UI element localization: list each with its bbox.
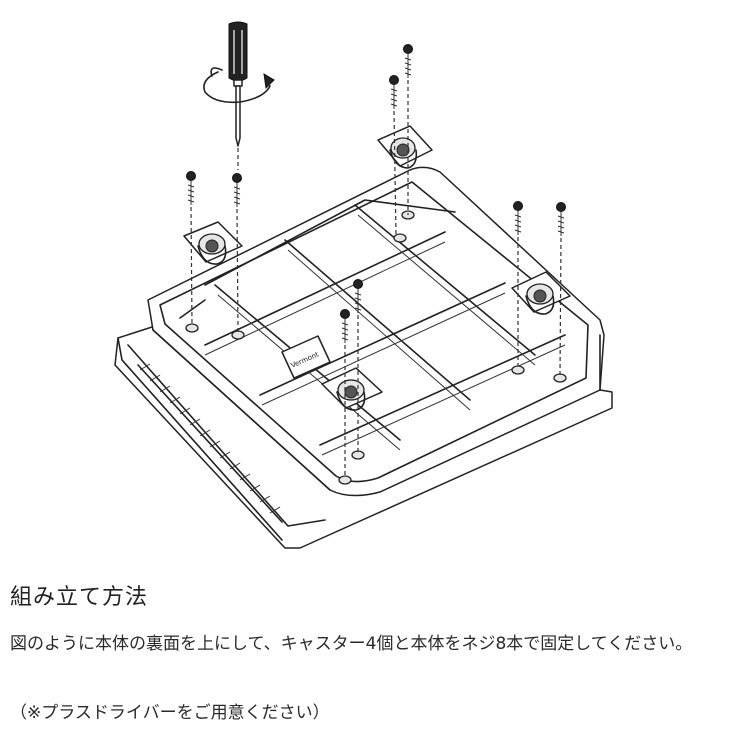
screw-icon bbox=[556, 202, 566, 376]
caster-left bbox=[183, 221, 243, 265]
screw-icon bbox=[353, 279, 363, 452]
screw-icon bbox=[389, 75, 399, 237]
caster-right bbox=[511, 271, 571, 315]
screw-icon bbox=[340, 309, 350, 476]
screws bbox=[186, 44, 566, 476]
screw-icon bbox=[513, 201, 523, 366]
screw-icon bbox=[186, 171, 196, 326]
brand-label: Vermont bbox=[281, 335, 331, 379]
caster-top bbox=[377, 125, 433, 169]
section-title: 組み立て方法 bbox=[10, 585, 149, 610]
instruction-text: 図のように本体の裏面を上にして、キャスター4個と本体をネジ8本で固定してください… bbox=[10, 634, 693, 654]
screwdriver-icon bbox=[203, 21, 275, 170]
screw-icon bbox=[232, 173, 242, 333]
main-body: Vermont bbox=[147, 166, 605, 497]
screw-icon bbox=[403, 44, 413, 215]
note-text: （※プラスドライバーをご用意ください） bbox=[10, 703, 330, 723]
assembly-illustration: Vermont bbox=[114, 21, 613, 549]
rotation-arrow-icon bbox=[203, 67, 275, 104]
